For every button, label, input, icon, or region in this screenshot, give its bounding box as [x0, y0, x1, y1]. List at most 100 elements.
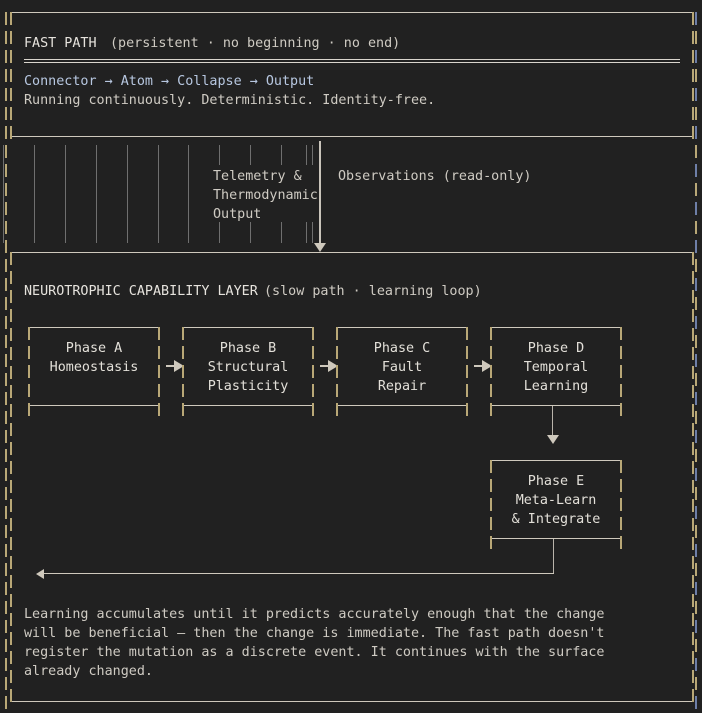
- rail-segment: [5, 202, 7, 215]
- rail-segment: [5, 620, 7, 633]
- gap-pipe: [281, 222, 282, 243]
- rail-segment: [10, 385, 12, 398]
- rail-segment: [5, 335, 7, 348]
- rail-segment: [5, 677, 7, 690]
- gap-pipe: [188, 145, 189, 243]
- rail-segment: [695, 31, 697, 44]
- rail-segment: [695, 582, 697, 595]
- rail-segment: [5, 164, 7, 177]
- phase-d-line-1: Phase D: [527, 341, 585, 356]
- rail-segment: [28, 403, 30, 416]
- rail-segment: [10, 69, 12, 82]
- rail-segment: [336, 346, 338, 359]
- rail-segment: [5, 145, 7, 158]
- rail-segment: [5, 183, 7, 196]
- gap-pipe: [250, 145, 251, 165]
- rail-segment: [692, 556, 694, 569]
- phase-e-line-2: Meta-Learn: [515, 493, 597, 508]
- rail-segment: [490, 384, 492, 397]
- rail-segment: [5, 221, 7, 234]
- rail-segment: [692, 499, 694, 512]
- box-right-border: [620, 327, 622, 416]
- box-top-border: [490, 460, 622, 461]
- rail-segment: [10, 88, 12, 101]
- rail-segment: [695, 696, 697, 709]
- rail-segment: [692, 480, 694, 493]
- rail-segment: [182, 327, 184, 340]
- rail-segment: [620, 517, 622, 530]
- rail-segment: [5, 639, 7, 652]
- rail-segment: [695, 544, 697, 557]
- box-top-border: [28, 327, 160, 328]
- box-bottom-border: [490, 405, 622, 406]
- rail-segment: [10, 31, 12, 44]
- rail-segment: [5, 240, 7, 253]
- rail-segment: [692, 31, 694, 44]
- rail-segment: [10, 309, 12, 322]
- rail-segment: [692, 518, 694, 531]
- gap-pipe: [96, 145, 97, 243]
- rail-segment: [490, 536, 492, 549]
- rail-segment: [28, 327, 30, 340]
- rail-segment: [695, 392, 697, 405]
- rail-segment: [5, 601, 7, 614]
- rail-segment: [695, 12, 697, 25]
- rail-segment: [695, 202, 697, 215]
- rail-segment: [692, 632, 694, 645]
- rail-segment: [692, 575, 694, 588]
- fast-path-description: Running continuously. Deterministic. Ide…: [24, 93, 436, 108]
- rail-segment: [692, 107, 694, 120]
- rail-segment: [695, 88, 697, 101]
- box-left-border: [490, 327, 492, 416]
- gap-pipe: [219, 222, 220, 243]
- rail-segment: [692, 271, 694, 284]
- box-left-border: [490, 460, 492, 549]
- rail-segment: [695, 259, 697, 272]
- box-bottom-border: [490, 538, 622, 539]
- rail-segment: [695, 221, 697, 234]
- telemetry-line-2: Thermodynamic: [213, 188, 318, 203]
- gap-pipe: [127, 145, 128, 243]
- rail-segment: [695, 430, 697, 443]
- rail-segment: [10, 461, 12, 474]
- box-top-border: [182, 327, 314, 328]
- box-bottom-border: [28, 405, 160, 406]
- feedback-horizontal-line: [44, 573, 554, 574]
- rail-segment: [10, 290, 12, 303]
- panel-left-border: [10, 12, 12, 139]
- phase-box-phase-e[interactable]: Phase E Meta-Learn & Integrate: [490, 460, 622, 549]
- rail-segment: [312, 403, 314, 416]
- rail-segment: [5, 107, 7, 120]
- rail-segment: [10, 328, 12, 341]
- rail-segment: [5, 487, 7, 500]
- phase-e-line-3: & Integrate: [511, 512, 601, 527]
- rail-segment: [490, 327, 492, 340]
- rail-segment: [5, 354, 7, 367]
- rail-segment: [692, 442, 694, 455]
- flow-arrow-stem: [166, 365, 174, 367]
- footer-line-2: will be beneficial — then the change is …: [24, 626, 605, 641]
- phase-c-line-3: Repair: [377, 379, 427, 394]
- gap-pipe: [158, 145, 159, 243]
- rail-segment: [10, 107, 12, 120]
- rail-segment: [182, 384, 184, 397]
- rail-segment: [620, 365, 622, 378]
- rail-segment: [695, 316, 697, 329]
- fast-path-subtitle: (persistent · no beginning · no end): [110, 36, 401, 51]
- rail-segment: [5, 430, 7, 443]
- rail-segment: [620, 460, 622, 473]
- rail-segment: [312, 346, 314, 359]
- rail-segment: [10, 575, 12, 588]
- telemetry-line-3: Output: [213, 207, 262, 222]
- rail-segment: [5, 658, 7, 671]
- rail-segment: [695, 449, 697, 462]
- phase-c-line-2: Fault: [381, 360, 423, 375]
- rail-segment: [692, 88, 694, 101]
- rail-segment: [5, 468, 7, 481]
- rail-segment: [466, 365, 468, 378]
- rail-segment: [182, 403, 184, 416]
